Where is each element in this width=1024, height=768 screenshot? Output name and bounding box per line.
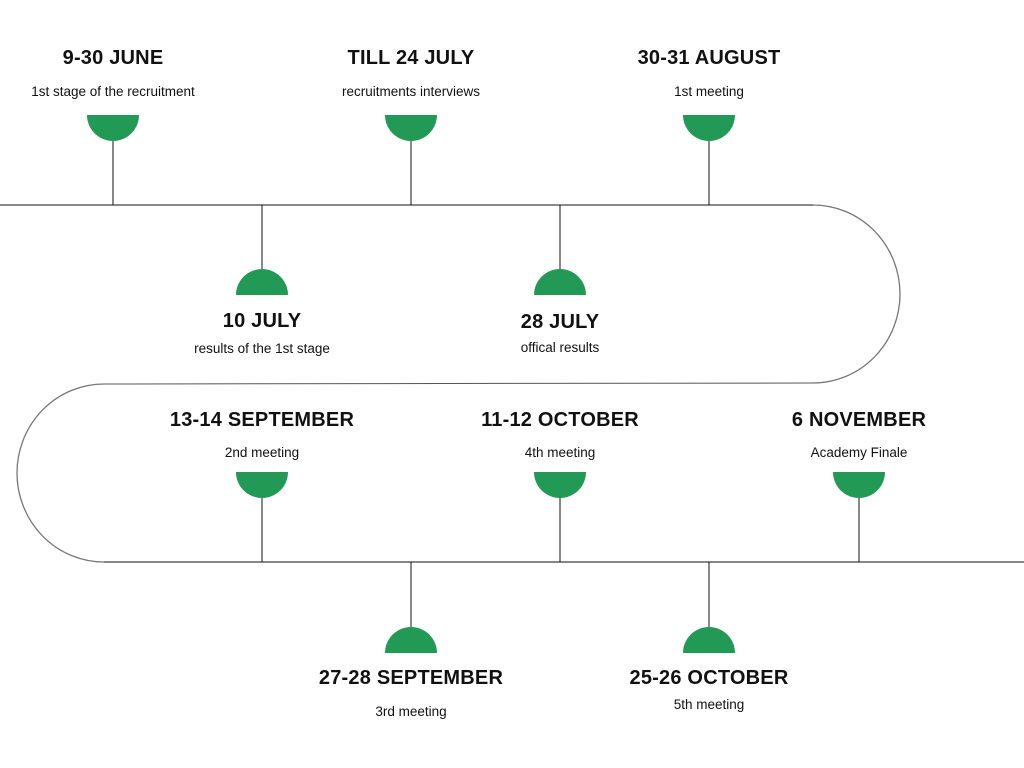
event-date: 13-14 SEPTEMBER	[169, 409, 355, 431]
event-marker	[683, 115, 735, 141]
event-date: TILL 24 JULY	[347, 47, 475, 69]
timeline-track-left-curve	[16, 383, 105, 563]
event-marker	[236, 269, 288, 295]
event-date: 28 JULY	[520, 311, 600, 333]
timeline-track-middle	[103, 382, 814, 385]
timeline-track-right-curve	[812, 204, 901, 384]
event-marker	[534, 472, 586, 498]
event-marker	[385, 627, 437, 653]
event-date: 10 JULY	[222, 310, 302, 332]
event-marker	[683, 627, 735, 653]
event-description: recruitments interviews	[341, 84, 481, 99]
event-description: offical results	[520, 340, 600, 355]
event-marker	[87, 115, 139, 141]
event-date: 9-30 JUNE	[62, 47, 164, 69]
event-description: 3rd meeting	[375, 704, 447, 719]
timeline-markers	[87, 115, 885, 653]
event-description: 5th meeting	[673, 697, 745, 712]
event-marker	[385, 115, 437, 141]
event-description: Academy Finale	[810, 445, 908, 460]
event-marker	[534, 269, 586, 295]
event-description: 1st stage of the recruitment	[31, 84, 195, 99]
event-date: 27-28 SEPTEMBER	[318, 667, 504, 689]
event-description: 1st meeting	[674, 84, 744, 99]
event-date: 25-26 OCTOBER	[629, 667, 789, 689]
event-description: 4th meeting	[524, 445, 596, 460]
event-description: 2nd meeting	[224, 445, 300, 460]
event-marker	[833, 472, 885, 498]
event-date: 6 NOVEMBER	[791, 409, 927, 431]
event-description: results of the 1st stage	[194, 341, 330, 356]
event-date: 30-31 AUGUST	[637, 47, 781, 69]
event-marker	[236, 472, 288, 498]
event-date: 11-12 OCTOBER	[481, 409, 639, 431]
